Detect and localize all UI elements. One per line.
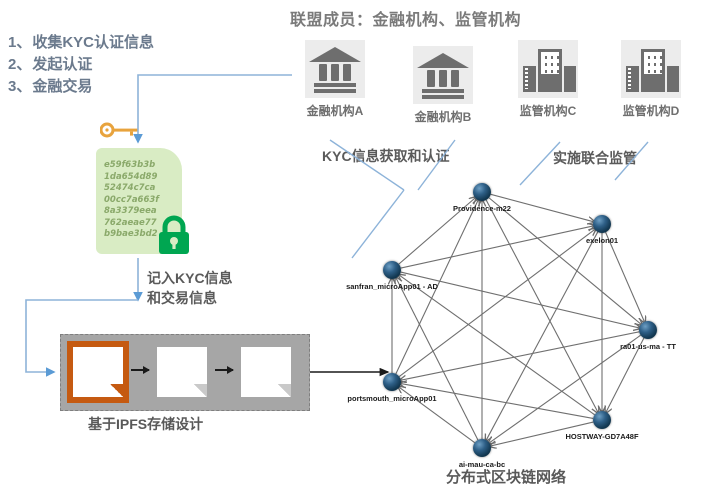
step-label: 发起认证: [32, 55, 93, 73]
alliance-member-regulator-c: 监管机构C: [505, 40, 591, 119]
office-building-icon: [621, 40, 681, 98]
network-node-sanfran-microapp01-ad[interactable]: [383, 261, 401, 279]
bank-icon: [413, 46, 473, 104]
network-edge: [490, 193, 594, 221]
step-number: 1、: [8, 34, 32, 51]
network-edge: [491, 421, 594, 446]
network-node-ra01-us-ma-tt[interactable]: [639, 321, 657, 339]
record-line-1: 记入KYC信息: [147, 270, 233, 286]
ipfs-arrow-2: [215, 366, 234, 374]
hash-line: 1da654d89: [104, 171, 158, 182]
list-item: 2、 发起认证: [8, 54, 208, 76]
list-item: 3、 金融交易: [8, 76, 208, 98]
hash-lines: e59f63b3b 1da654d89 52474c7ca 00cc7a663f…: [96, 148, 182, 241]
step-label: 收集KYC认证信息: [32, 34, 155, 51]
network-node-providence-m22[interactable]: [473, 183, 491, 201]
network-node-label: sanfran_microApp01 - AD: [346, 282, 438, 291]
network-edge: [399, 387, 476, 444]
network-edge: [400, 226, 593, 269]
kyc-acquire-label: KYC信息获取和认证: [322, 148, 450, 164]
joint-supervision-label: 实施联合监管: [553, 150, 637, 166]
network-edge: [401, 331, 640, 380]
network-node-label: ra01-us-ma - TT: [620, 342, 676, 351]
green-padlock-icon: [159, 215, 189, 254]
network-edge: [401, 384, 594, 419]
network-edge: [398, 229, 595, 378]
ipfs-page: [157, 347, 207, 397]
list-item: 1、 收集KYC认证信息: [8, 32, 208, 54]
ipfs-page: [241, 347, 291, 397]
network-edge: [398, 198, 475, 265]
bank-icon: [305, 40, 365, 98]
ipfs-caption: 基于IPFS存储设计: [88, 416, 204, 432]
member-label: 金融机构B: [414, 110, 472, 124]
hash-line: e59f63b3b: [104, 160, 156, 170]
member-label: 监管机构D: [622, 104, 680, 118]
network-edge: [396, 278, 479, 441]
member-label: 监管机构C: [519, 104, 577, 118]
ipfs-arrow-1: [131, 366, 150, 374]
hash-line: 8a3379eea: [104, 206, 157, 216]
network-node-label: exelon01: [585, 236, 619, 245]
hash-line: b9bae3bd2: [104, 229, 158, 239]
network-edge: [605, 232, 645, 321]
alliance-member-bank-b: 金融机构B: [400, 46, 486, 125]
orange-key-icon: [100, 122, 138, 138]
step-label: 金融交易: [32, 77, 93, 95]
member-label: 金融机构A: [306, 104, 364, 118]
network-edge: [606, 337, 645, 412]
network-edge: [485, 199, 598, 412]
record-info-label: 记入KYC信息 和交易信息: [147, 268, 233, 308]
network-edge: [489, 334, 641, 443]
network-node-label: portsmouth_microApp01: [347, 394, 437, 403]
ipfs-storage-box: [60, 334, 310, 411]
network-edge: [400, 271, 639, 328]
ipfs-page-highlighted: [67, 341, 129, 403]
hash-line: 762aeae77: [104, 217, 157, 228]
alliance-member-regulator-d: 监管机构D: [608, 40, 694, 119]
network-caption: 分布式区块链网络: [446, 469, 567, 486]
alliance-members-title: 联盟成员：金融机构、监管机构: [290, 12, 522, 29]
office-building-icon: [518, 40, 578, 98]
network-node-portsmouth-microapp01[interactable]: [383, 373, 401, 391]
network-node-label: Providence-m22: [453, 204, 511, 213]
network-edge: [395, 200, 478, 375]
step-number: 2、: [8, 55, 32, 73]
step-number: 3、: [8, 77, 32, 95]
network-edge: [486, 231, 599, 440]
record-line-2: 和交易信息: [147, 290, 217, 306]
kyc-steps-list: 1、 收集KYC认证信息 2、 发起认证 3、 金融交易: [8, 32, 208, 97]
network-edges: [330, 193, 718, 470]
hash-line: 00cc7a663f: [104, 194, 159, 205]
network-edge: [488, 197, 641, 324]
hash-line: 52474c7ca: [104, 183, 156, 193]
blockchain-network-graph: Providence-m22 exelon01 ra01-us-ma - TT HOS…: [330, 170, 718, 470]
network-node-exelon01[interactable]: [593, 215, 611, 233]
alliance-member-bank-a: 金融机构A: [292, 40, 378, 119]
network-node-hostway-gd7a48f[interactable]: [593, 411, 611, 429]
network-node-label: ai-mau-ca-bc: [458, 460, 506, 469]
network-node-label: HOSTWAY-GD7A48F: [565, 432, 639, 441]
network-node-ai-mau-ca-bc[interactable]: [473, 439, 491, 457]
